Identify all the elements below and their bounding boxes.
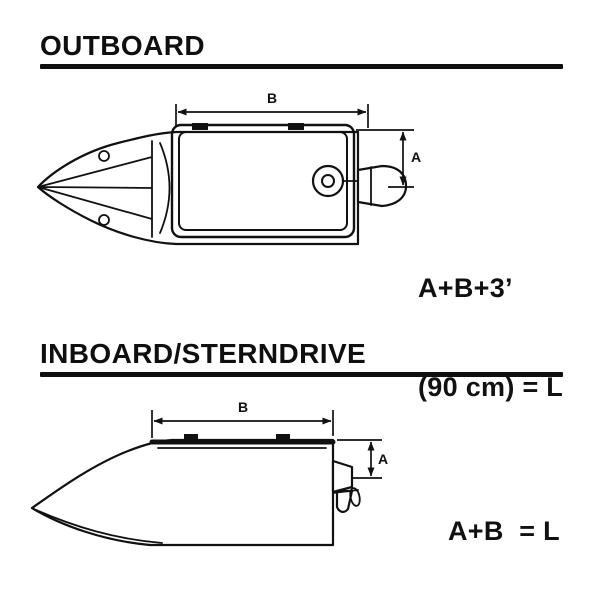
dim-b-label: B (238, 399, 248, 415)
inboard-hull-outline (30, 438, 335, 547)
deck-cleat-left (184, 434, 198, 440)
hull-chine-line (35, 509, 163, 544)
dim-b-extension-lines (175, 104, 369, 128)
inboard-section-title: INBOARD/STERNDRIVE (40, 338, 367, 369)
dimension-b-inboard (151, 410, 334, 438)
anti-cavitation-plate-line (332, 489, 359, 494)
dim-b-extension-lines (151, 410, 334, 438)
inboard-formula: A+B = L (448, 516, 560, 546)
outboard-section-title: OUTBOARD (40, 30, 205, 61)
outboard-formula: A+B+3’ (90 cm) = L (418, 206, 563, 470)
dim-a-label: A (411, 149, 421, 165)
dim-a-extension-lines (356, 129, 414, 188)
dimension-a-outboard (356, 129, 414, 188)
dimension-a-inboard (337, 439, 382, 479)
outboard-formula-line1: A+B+3’ (418, 273, 513, 303)
inboard-divider-rule (40, 372, 563, 377)
dim-a-extension-lines (337, 439, 382, 479)
outboard-motor (356, 164, 408, 208)
dim-a-label: A (378, 451, 388, 467)
deck-cleat-right (276, 434, 290, 440)
bow-cleat-top-icon (98, 150, 110, 162)
bow-cleat-bottom-icon (98, 214, 110, 226)
gunwale-cleat-right (288, 123, 304, 130)
propeller (349, 487, 361, 507)
sterndrive-leg (335, 489, 354, 513)
steering-wheel-hub (321, 174, 335, 188)
dim-b-label: B (267, 90, 277, 106)
dimension-b-outboard (175, 104, 369, 128)
bow-deck-lines (37, 140, 153, 238)
gunwale-cleat-left (192, 123, 208, 130)
outboard-formula-line2: (90 cm) = L (418, 372, 564, 402)
windshield-curve-line (159, 142, 171, 234)
outboard-divider-rule (40, 64, 563, 69)
sterndrive-bracket (331, 459, 354, 494)
